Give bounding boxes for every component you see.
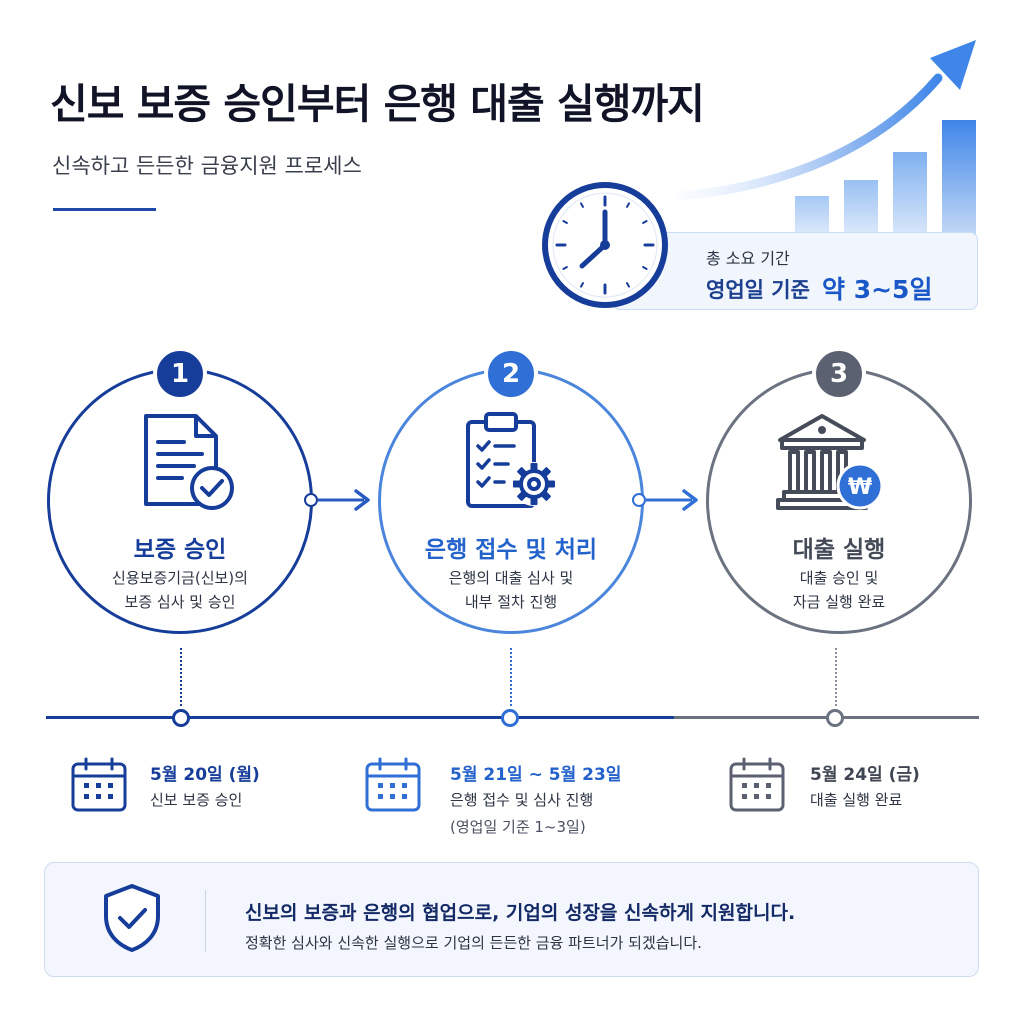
duration-label: 총 소요 기간 (706, 249, 790, 268)
bank-won-icon: ₩ (776, 414, 884, 510)
summary-headline: 신보의 보증과 은행의 협업으로, 기업의 성장을 신속하게 지원합니다. (245, 902, 796, 924)
step-3-desc-line: 대출 승인 및 (799, 569, 879, 587)
step-1-desc-line: 신용보증기금(신보)의 (112, 569, 248, 587)
clipboard-gear-icon (466, 412, 556, 508)
step-2-desc-line: 은행의 대출 심사 및 (448, 569, 574, 587)
step-2-number-badge: 2 (484, 347, 538, 401)
duration-value: 약 3~5일 (822, 275, 933, 304)
timeline-line (46, 716, 674, 719)
step-2-title: 은행 접수 및 처리 (424, 537, 598, 563)
page-subtitle: 신속하고 든든한 금융지원 프로세스 (52, 154, 362, 178)
page-title: 신보 보증 승인부터 은행 대출 실행까지 (50, 80, 705, 128)
step-2-description: 은행의 대출 심사 및 내부 절차 진행 (378, 566, 644, 614)
drop-line (180, 648, 182, 706)
step-3-title: 대출 실행 (792, 537, 886, 563)
drop-line (835, 648, 837, 706)
shield-check-icon (104, 884, 160, 952)
summary-subtext: 정확한 심사와 신속한 실행으로 기업의 든든한 금융 파트너가 되겠습니다. (245, 934, 702, 952)
summary-divider (205, 890, 206, 952)
timeline-dot (501, 709, 519, 727)
connector-node (304, 493, 318, 507)
timeline-desc: 신보 보증 승인 (150, 791, 243, 809)
clock-icon (542, 182, 668, 308)
document-check-icon (144, 414, 234, 510)
timeline-note: (영업일 기준 1~3일) (450, 818, 586, 836)
step-1-number-badge: 1 (153, 347, 207, 401)
timeline-desc: 대출 실행 완료 (810, 791, 903, 809)
timeline-dot (172, 709, 190, 727)
step-3-number-badge: 3 (812, 347, 866, 401)
timeline-date: 5월 24일 (금) (810, 765, 920, 785)
title-underline (53, 208, 156, 211)
won-symbol: ₩ (848, 475, 872, 500)
duration-prefix: 영업일 기준 (706, 278, 810, 302)
timeline-date: 5월 20일 (월) (150, 765, 260, 785)
arrow-right-icon (318, 489, 370, 511)
calendar-icon (71, 757, 127, 812)
step-1-title: 보증 승인 (133, 537, 227, 563)
calendar-icon (729, 757, 785, 812)
timeline-dot (826, 709, 844, 727)
drop-line (510, 648, 512, 706)
step-3-desc-line: 자금 실행 완료 (792, 593, 886, 611)
summary-card (44, 862, 979, 977)
step-3-description: 대출 승인 및 자금 실행 완료 (706, 566, 972, 614)
timeline-desc: 은행 접수 및 심사 진행 (450, 791, 594, 809)
arrow-right-icon (646, 489, 698, 511)
step-1-desc-line: 보증 심사 및 승인 (124, 593, 236, 611)
calendar-icon (365, 757, 421, 812)
step-1-description: 신용보증기금(신보)의 보증 심사 및 승인 (47, 566, 313, 614)
connector-node (632, 493, 646, 507)
step-2-desc-line: 내부 절차 진행 (464, 593, 558, 611)
timeline-date: 5월 21일 ~ 5월 23일 (450, 765, 622, 785)
growth-chart-icon (675, 40, 976, 246)
